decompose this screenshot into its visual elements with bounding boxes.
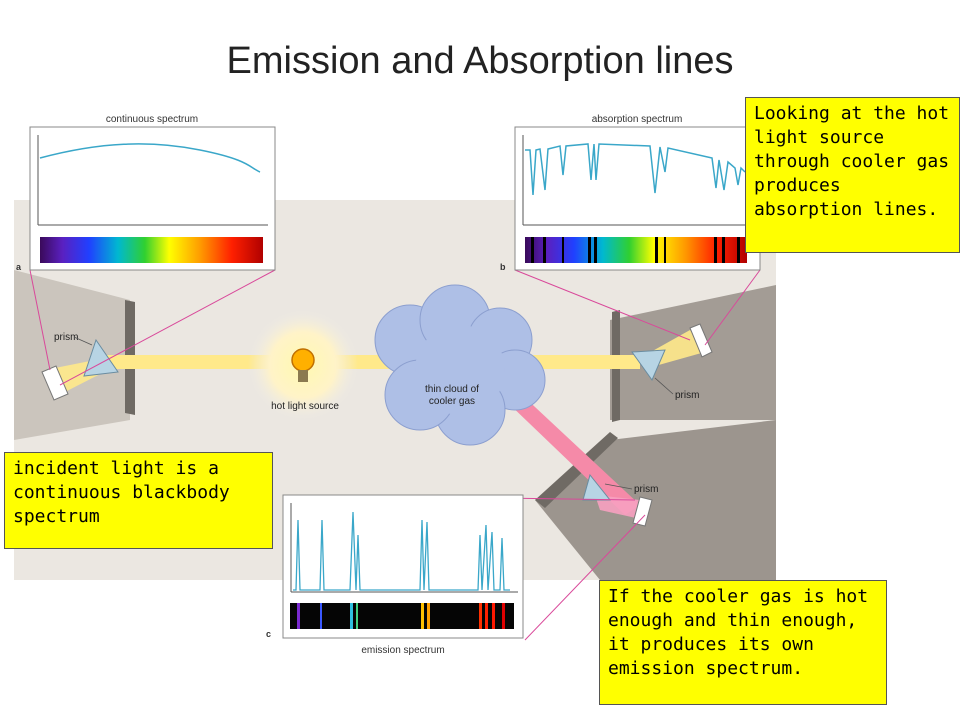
cloud-label-line1: thin cloud of: [425, 384, 479, 395]
panel-c-label: c: [266, 629, 271, 639]
right-prism: [631, 349, 666, 382]
emission-spectrum-curve: [293, 511, 510, 591]
continuous-spectrum-curve: [39, 143, 261, 173]
absorption-spectrum-curve: [525, 143, 746, 196]
emission-cone: [595, 495, 645, 520]
lower-detector: [632, 496, 653, 527]
emission-note: If the cooler gas is hot enough and thin…: [599, 580, 887, 705]
panel-a-label: a: [16, 262, 22, 272]
incident-light-note: incident light is a continuous blackbody…: [4, 452, 273, 549]
left-detector: [41, 365, 69, 401]
backdrop-left-wall: [14, 270, 130, 440]
emission-lines: [297, 603, 505, 629]
continuous-spectrum-bar: [40, 237, 263, 263]
left-prism: [83, 338, 119, 377]
absorption-spectrum-label: absorption spectrum: [592, 114, 683, 125]
absorption-note: Looking at the hot light source through …: [745, 97, 960, 253]
gas-cloud: [374, 284, 546, 446]
absorption-lines: [531, 237, 740, 263]
continuous-spectrum-label: continuous spectrum: [106, 114, 198, 125]
hot-light-source-label: hot light source: [271, 401, 339, 412]
emission-spectrum-bar: [290, 603, 514, 629]
continuous-spectrum-panel: continuous spectrum: [29, 114, 276, 271]
left-prism-label: prism: [54, 332, 78, 343]
lower-screen: [535, 432, 618, 508]
page-title: Emission and Absorption lines: [226, 40, 734, 82]
backdrop-lower-right-wall: [535, 420, 776, 580]
right-detector: [689, 323, 713, 358]
light-bulb-icon: [291, 348, 315, 382]
cloud-label-line2: cooler gas: [429, 396, 475, 407]
absorption-spectrum-panel: absorption spectrum: [514, 114, 761, 271]
lower-prism-label: prism: [634, 484, 658, 495]
right-prism-label: prism: [675, 390, 699, 401]
emission-spectrum-panel: emission spectrum: [282, 494, 524, 656]
panel-b-label: b: [500, 262, 506, 272]
lower-prism: [582, 473, 612, 501]
light-beam: [100, 355, 640, 369]
absorption-spectrum-bar: [525, 237, 747, 263]
emission-spectrum-label: emission spectrum: [361, 645, 444, 656]
